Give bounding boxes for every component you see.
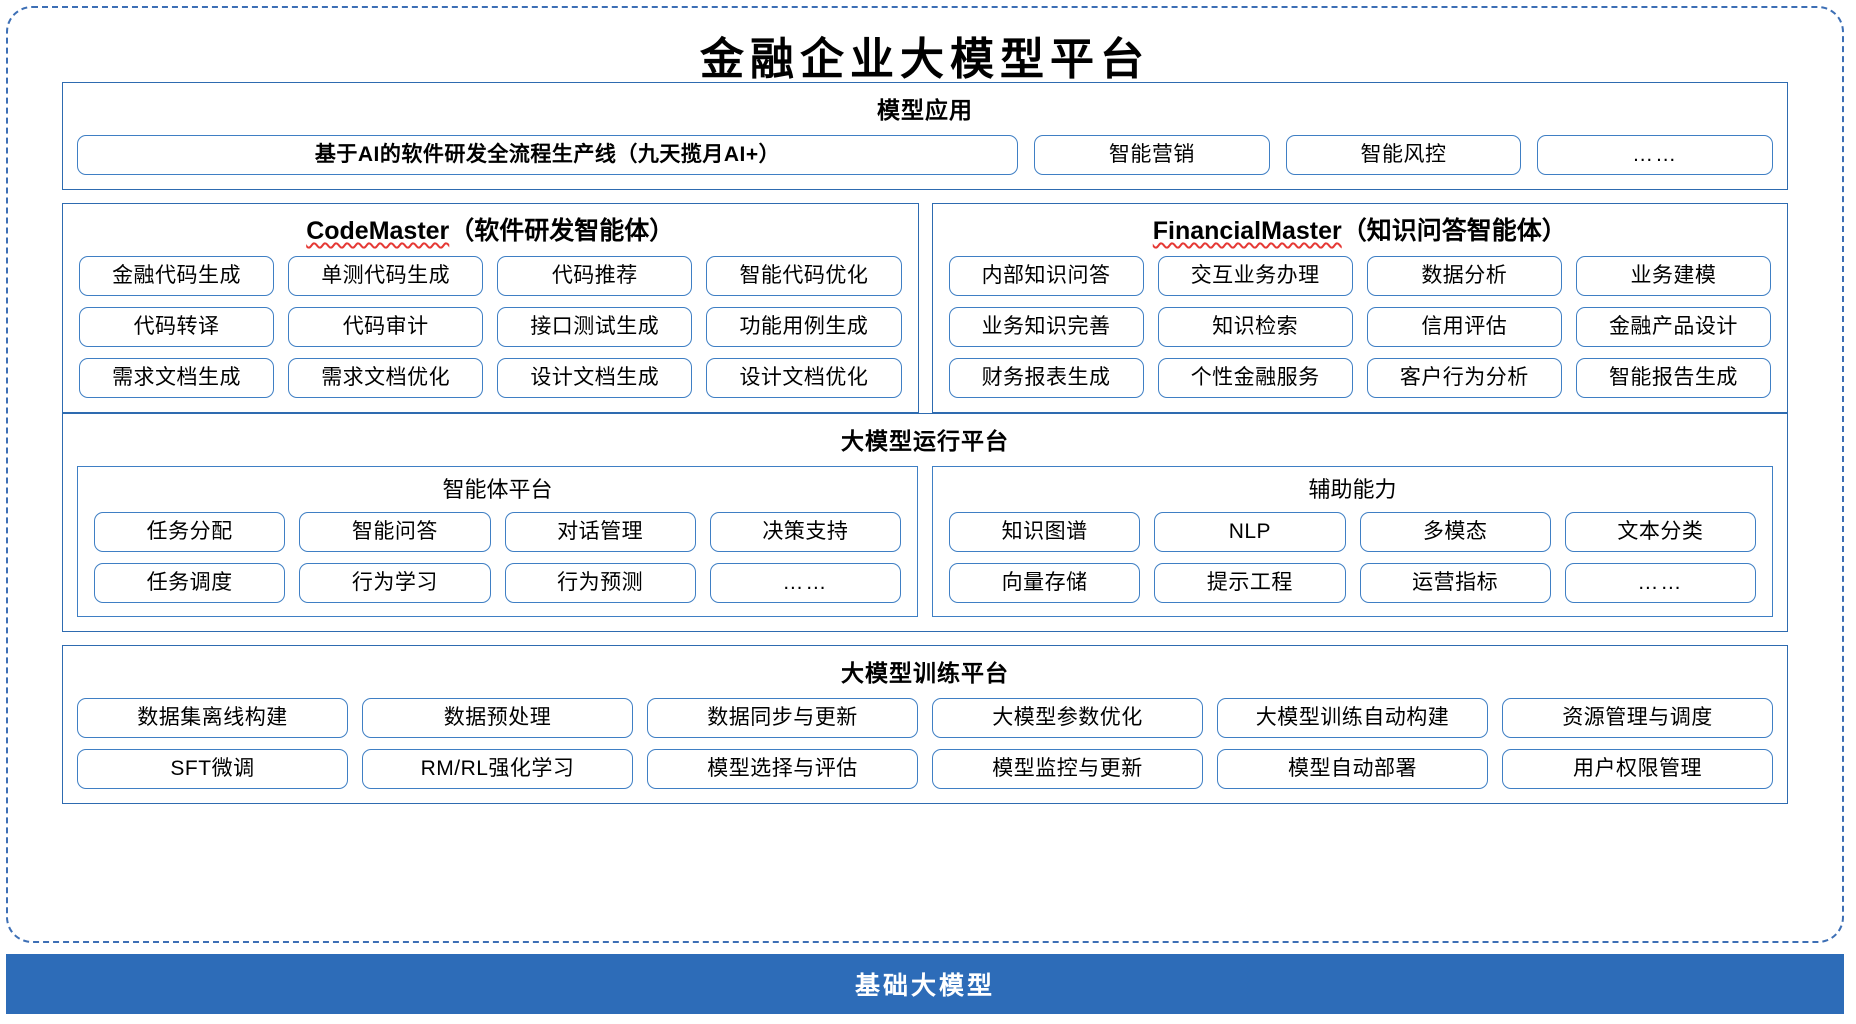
layer-model-application-title: 模型应用 — [877, 97, 973, 123]
chip-financialmaster-3-4[interactable]: 智能报告生成 — [1575, 357, 1771, 398]
auxiliary-row-1: 知识图谱 NLP 多模态 文本分类 — [949, 511, 1756, 552]
chip-smart-risk-control[interactable]: 智能风控 — [1285, 134, 1522, 175]
financialmaster-name-suffix: （知识问答智能体） — [1341, 216, 1567, 245]
layer-runtime-platform: 大模型运行平台 智能体平台 任务分配 智能问答 对话管理 决策支持 任务调度 行… — [62, 412, 1788, 632]
foundation-model-label: 基础大模型 — [854, 972, 995, 1000]
chip-auxiliary-1-1[interactable]: 知识图谱 — [949, 511, 1141, 552]
subpanel-auxiliary-capability: 辅助能力 知识图谱 NLP 多模态 文本分类 向量存储 提示工程 运营指标 …… — [932, 465, 1773, 617]
chip-codemaster-1-2[interactable]: 单测代码生成 — [288, 255, 484, 296]
chip-financialmaster-2-2[interactable]: 知识检索 — [1157, 306, 1353, 347]
chip-training-1-4[interactable]: 大模型参数优化 — [932, 697, 1203, 738]
panel-financialmaster-title: FinancialMaster（知识问答智能体） — [949, 216, 1772, 246]
page-title: 金融企业大模型平台 — [700, 34, 1150, 85]
chip-training-2-4[interactable]: 模型监控与更新 — [932, 748, 1203, 789]
codemaster-row-1: 金融代码生成 单测代码生成 代码推荐 智能代码优化 — [79, 255, 902, 296]
chip-agent-platform-1-4[interactable]: 决策支持 — [709, 511, 901, 552]
codemaster-name-suffix: （软件研发智能体） — [449, 216, 675, 245]
chip-auxiliary-2-1[interactable]: 向量存储 — [949, 562, 1141, 603]
chip-auxiliary-2-2[interactable]: 提示工程 — [1154, 562, 1346, 603]
chip-agent-platform-2-1[interactable]: 任务调度 — [94, 562, 286, 603]
chip-financialmaster-1-2[interactable]: 交互业务办理 — [1157, 255, 1353, 296]
chip-codemaster-1-1[interactable]: 金融代码生成 — [79, 255, 275, 296]
codemaster-name: CodeMaster — [306, 216, 450, 245]
training-platform-row-2: SFT微调 RM/RL强化学习 模型选择与评估 模型监控与更新 模型自动部署 用… — [77, 748, 1773, 789]
layer-model-application: 模型应用 基于AI的软件研发全流程生产线（九天揽月AI+） 智能营销 智能风控 … — [62, 82, 1788, 190]
chip-codemaster-2-2[interactable]: 代码审计 — [288, 306, 484, 347]
chip-codemaster-3-3[interactable]: 设计文档生成 — [497, 357, 693, 398]
chip-auxiliary-1-4[interactable]: 文本分类 — [1564, 511, 1756, 552]
chip-financialmaster-2-1[interactable]: 业务知识完善 — [948, 306, 1144, 347]
chip-training-2-6[interactable]: 用户权限管理 — [1502, 748, 1773, 789]
chip-auxiliary-1-3[interactable]: 多模态 — [1359, 511, 1551, 552]
chip-financialmaster-3-1[interactable]: 财务报表生成 — [948, 357, 1144, 398]
chip-smart-marketing[interactable]: 智能营销 — [1034, 134, 1270, 175]
chip-financialmaster-3-2[interactable]: 个性金融服务 — [1157, 357, 1353, 398]
chip-codemaster-1-3[interactable]: 代码推荐 — [497, 255, 693, 296]
model-application-chip-row: 基于AI的软件研发全流程生产线（九天揽月AI+） 智能营销 智能风控 …… — [77, 134, 1774, 175]
chip-ai-software-pipeline[interactable]: 基于AI的软件研发全流程生产线（九天揽月AI+） — [77, 134, 1018, 175]
chip-financialmaster-1-1[interactable]: 内部知识问答 — [948, 255, 1144, 296]
chip-training-1-2[interactable]: 数据预处理 — [362, 697, 633, 738]
agent-platform-row-1: 任务分配 智能问答 对话管理 决策支持 — [94, 511, 901, 552]
chip-codemaster-2-4[interactable]: 功能用例生成 — [706, 306, 902, 347]
chip-codemaster-2-3[interactable]: 接口测试生成 — [497, 306, 693, 347]
chip-codemaster-3-1[interactable]: 需求文档生成 — [79, 357, 275, 398]
chip-auxiliary-more[interactable]: …… — [1564, 562, 1756, 603]
chip-training-2-2[interactable]: RM/RL强化学习 — [362, 748, 633, 789]
subpanel-agent-platform: 智能体平台 任务分配 智能问答 对话管理 决策支持 任务调度 行为学习 行为预测… — [77, 465, 918, 617]
agent-platform-row-2: 任务调度 行为学习 行为预测 …… — [94, 562, 901, 603]
panel-financialmaster: FinancialMaster（知识问答智能体） 内部知识问答 交互业务办理 数… — [931, 202, 1788, 413]
agent-layer: CodeMaster（软件研发智能体） 金融代码生成 单测代码生成 代码推荐 智… — [62, 202, 1788, 413]
chip-training-1-3[interactable]: 数据同步与更新 — [647, 697, 918, 738]
chip-agent-platform-1-3[interactable]: 对话管理 — [504, 511, 696, 552]
training-platform-row-1: 数据集离线构建 数据预处理 数据同步与更新 大模型参数优化 大模型训练自动构建 … — [77, 697, 1773, 738]
chip-codemaster-3-4[interactable]: 设计文档优化 — [706, 357, 902, 398]
chip-auxiliary-1-2[interactable]: NLP — [1154, 511, 1346, 552]
codemaster-row-3: 需求文档生成 需求文档优化 设计文档生成 设计文档优化 — [79, 357, 902, 398]
chip-training-1-5[interactable]: 大模型训练自动构建 — [1217, 697, 1488, 738]
chip-financialmaster-2-3[interactable]: 信用评估 — [1366, 306, 1562, 347]
financialmaster-row-2: 业务知识完善 知识检索 信用评估 金融产品设计 — [948, 306, 1771, 347]
chip-agent-platform-2-3[interactable]: 行为预测 — [504, 562, 696, 603]
layer-runtime-platform-title: 大模型运行平台 — [841, 427, 1009, 454]
runtime-platform-split: 智能体平台 任务分配 智能问答 对话管理 决策支持 任务调度 行为学习 行为预测… — [77, 465, 1773, 617]
chip-codemaster-2-1[interactable]: 代码转译 — [79, 306, 275, 347]
financialmaster-row-1: 内部知识问答 交互业务办理 数据分析 业务建模 — [948, 255, 1771, 296]
chip-codemaster-1-4[interactable]: 智能代码优化 — [706, 255, 902, 296]
subpanel-auxiliary-capability-title: 辅助能力 — [1308, 476, 1397, 502]
chip-training-2-5[interactable]: 模型自动部署 — [1217, 748, 1488, 789]
chip-financialmaster-3-3[interactable]: 客户行为分析 — [1366, 357, 1562, 398]
chip-training-2-1[interactable]: SFT微调 — [77, 748, 348, 789]
auxiliary-row-2: 向量存储 提示工程 运营指标 …… — [949, 562, 1756, 603]
chip-agent-platform-1-1[interactable]: 任务分配 — [94, 511, 286, 552]
chip-financialmaster-2-4[interactable]: 金融产品设计 — [1575, 306, 1771, 347]
chip-agent-platform-more[interactable]: …… — [709, 562, 901, 603]
chip-agent-platform-2-2[interactable]: 行为学习 — [299, 562, 491, 603]
chip-training-2-3[interactable]: 模型选择与评估 — [647, 748, 918, 789]
platform-architecture-poster: 金融企业大模型平台 模型应用 基于AI的软件研发全流程生产线（九天揽月AI+） … — [6, 6, 1844, 943]
chip-financialmaster-1-4[interactable]: 业务建模 — [1575, 255, 1771, 296]
financialmaster-row-3: 财务报表生成 个性金融服务 客户行为分析 智能报告生成 — [948, 357, 1771, 398]
panel-codemaster: CodeMaster（软件研发智能体） 金融代码生成 单测代码生成 代码推荐 智… — [62, 202, 919, 413]
panel-codemaster-title: CodeMaster（软件研发智能体） — [79, 216, 902, 246]
chip-more-applications[interactable]: …… — [1537, 134, 1774, 175]
codemaster-row-2: 代码转译 代码审计 接口测试生成 功能用例生成 — [79, 306, 902, 347]
financialmaster-name: FinancialMaster — [1152, 216, 1342, 245]
subpanel-agent-platform-title: 智能体平台 — [442, 476, 553, 502]
chip-codemaster-3-2[interactable]: 需求文档优化 — [288, 357, 484, 398]
chip-agent-platform-1-2[interactable]: 智能问答 — [299, 511, 491, 552]
chip-training-1-6[interactable]: 资源管理与调度 — [1502, 697, 1773, 738]
layer-training-platform-title: 大模型训练平台 — [841, 659, 1009, 686]
chip-auxiliary-2-3[interactable]: 运营指标 — [1359, 562, 1551, 603]
chip-training-1-1[interactable]: 数据集离线构建 — [77, 697, 348, 738]
foundation-model-bar: 基础大模型 — [6, 954, 1844, 1014]
layer-training-platform: 大模型训练平台 数据集离线构建 数据预处理 数据同步与更新 大模型参数优化 大模… — [62, 644, 1788, 804]
chip-financialmaster-1-3[interactable]: 数据分析 — [1366, 255, 1562, 296]
